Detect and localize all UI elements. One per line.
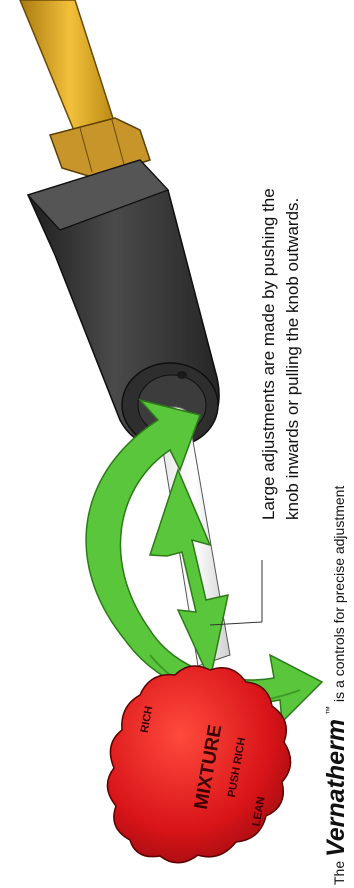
caption-lead: The (331, 857, 347, 885)
callout-text-group: Large adjustments are made by pushing th… (259, 188, 302, 520)
caption-rest: is a controls for precise adjustment (331, 486, 347, 702)
caption-name: Vernatherm (322, 719, 350, 857)
callout-line-1: Large adjustments are made by pushing th… (259, 188, 278, 520)
control-housing (28, 160, 219, 447)
caption: The Vernatherm ™ is a controls for preci… (319, 486, 350, 885)
svg-text:The Vernatherm: The Vernatherm ™ is a controls for preci… (319, 486, 350, 885)
caption-tm: ™ (324, 706, 334, 715)
callout-line-2: knob inwards or pulling the knob outward… (283, 198, 302, 520)
mixture-knob: MIXTURE PUSH RICH RICH LEAN (107, 666, 290, 863)
